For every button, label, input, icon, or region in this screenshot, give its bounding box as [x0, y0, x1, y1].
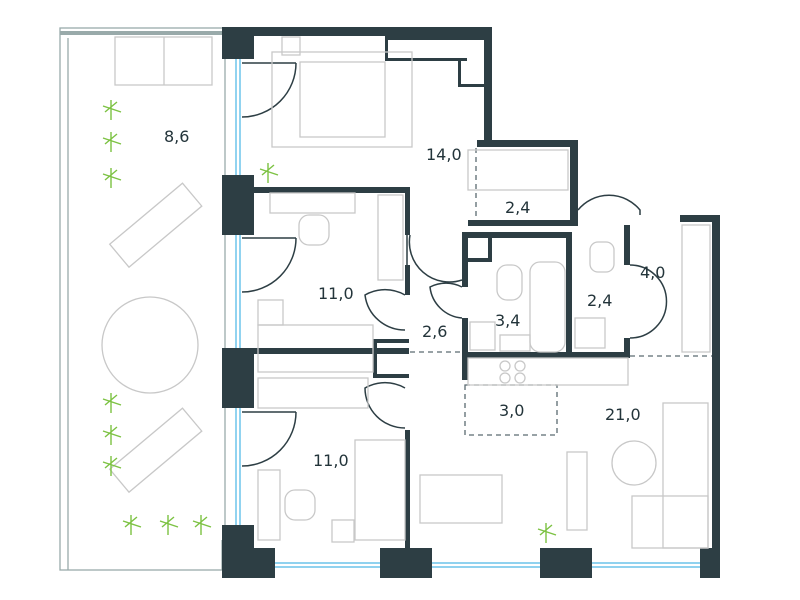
area-label-bedroom-2: 11,0: [318, 284, 354, 303]
area-label-bathroom: 3,4: [495, 311, 520, 330]
zone-lines: [410, 148, 712, 436]
area-label-toilet: 2,4: [587, 291, 612, 310]
plants: [102, 100, 557, 543]
walls: [222, 27, 720, 578]
furniture: [101, 36, 711, 549]
area-label-balcony: 8,6: [164, 127, 189, 146]
area-label-living-room: 21,0: [605, 405, 641, 424]
windows: [235, 58, 700, 568]
area-labels: 8,6 14,0 2,4 4,0 11,0 2,6 3,4 2,4 3,0 21…: [164, 127, 665, 470]
area-label-hall: 2,6: [422, 322, 447, 341]
area-label-wardrobe: 4,0: [640, 263, 665, 282]
balcony: [59, 27, 226, 571]
area-label-bedroom-3: 11,0: [313, 451, 349, 470]
area-label-storage: 2,4: [505, 198, 530, 217]
doors: [241, 62, 668, 467]
area-label-kitchen: 3,0: [499, 401, 524, 420]
area-label-master-bedroom: 14,0: [426, 145, 462, 164]
